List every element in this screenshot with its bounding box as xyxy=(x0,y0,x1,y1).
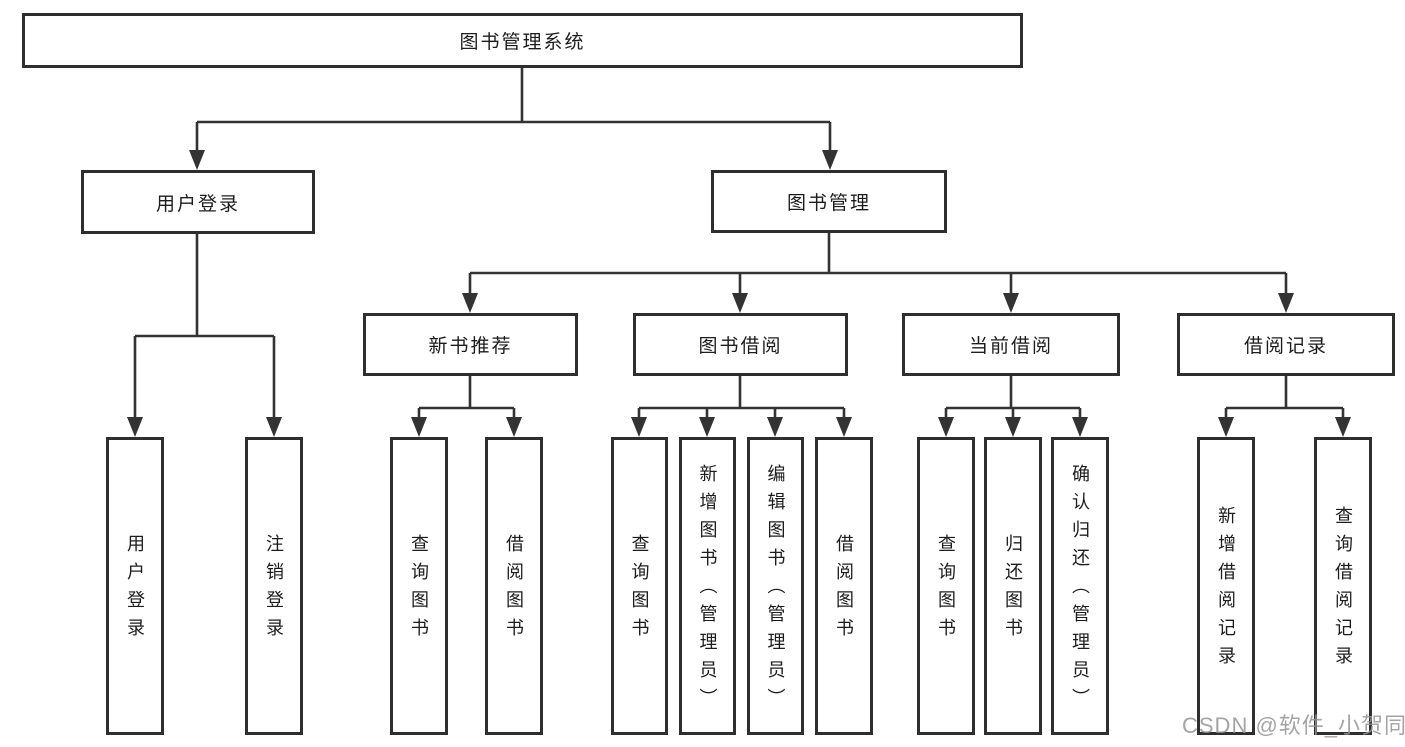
node-current-borrow: 当前借阅 xyxy=(902,313,1120,376)
arrowhead-icons xyxy=(127,150,1351,437)
leaf-add-borrow-record: 新增借阅记录 xyxy=(1197,437,1255,735)
leaf-edit-books-admin: 编辑图书（管理员） xyxy=(747,437,804,735)
node-library-management-system: 图书管理系统 xyxy=(22,13,1023,68)
leaf-query-books-recommend: 查询图书 xyxy=(390,437,448,735)
leaf-add-books-admin: 新增图书（管理员） xyxy=(679,437,736,735)
leaf-query-borrow-record: 查询借阅记录 xyxy=(1314,437,1372,735)
leaf-logout: 注销登录 xyxy=(245,437,303,735)
node-borrow-records: 借阅记录 xyxy=(1177,313,1395,376)
leaf-borrow-books: 借阅图书 xyxy=(815,437,873,735)
node-user-login: 用户登录 xyxy=(81,170,315,234)
leaf-return-books: 归还图书 xyxy=(984,437,1042,735)
node-book-management: 图书管理 xyxy=(711,170,947,233)
node-book-borrow: 图书借阅 xyxy=(633,313,848,376)
node-new-book-recommend: 新书推荐 xyxy=(363,313,578,376)
leaf-query-books-borrow: 查询图书 xyxy=(611,437,668,735)
leaf-user-login: 用户登录 xyxy=(106,437,164,735)
leaf-query-books-current: 查询图书 xyxy=(917,437,975,735)
leaf-borrow-books-recommend: 借阅图书 xyxy=(485,437,543,735)
leaf-confirm-return-admin: 确认归还（管理员） xyxy=(1051,437,1109,735)
watermark-text: CSDN @软件_小贺同学 xyxy=(1182,713,1405,738)
